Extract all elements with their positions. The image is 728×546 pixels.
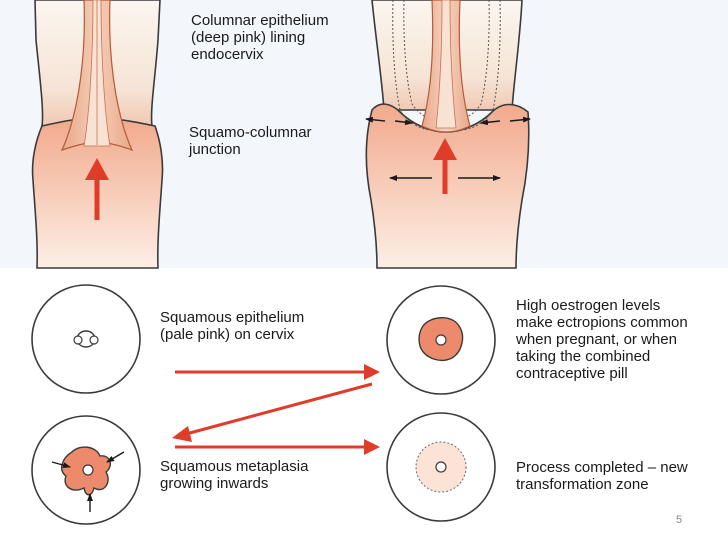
cervix-left-illustration <box>31 0 164 269</box>
label-process-completed: Process completed – new transformation z… <box>516 459 688 493</box>
label-squamo-columnar-junction: Squamo-columnar junction <box>189 124 312 158</box>
page-number: 5 <box>676 514 683 526</box>
label-columnar-epithelium: Columnar epithelium (deep pink) lining e… <box>191 12 329 63</box>
circle-ectropion <box>386 285 496 395</box>
circle-transformation-zone <box>386 412 496 522</box>
label-squamous-epithelium: Squamous epithelium (pale pink) on cervi… <box>160 309 305 343</box>
label-high-oestrogen: High oestrogen levels make ectropions co… <box>516 297 688 382</box>
circle-metaplasia <box>31 415 141 525</box>
transition-arrows <box>172 364 380 455</box>
cervix-right-illustration <box>365 0 531 269</box>
label-squamous-metaplasia: Squamous metaplasia growing inwards <box>160 458 309 492</box>
circle-squamous-normal <box>31 284 141 394</box>
